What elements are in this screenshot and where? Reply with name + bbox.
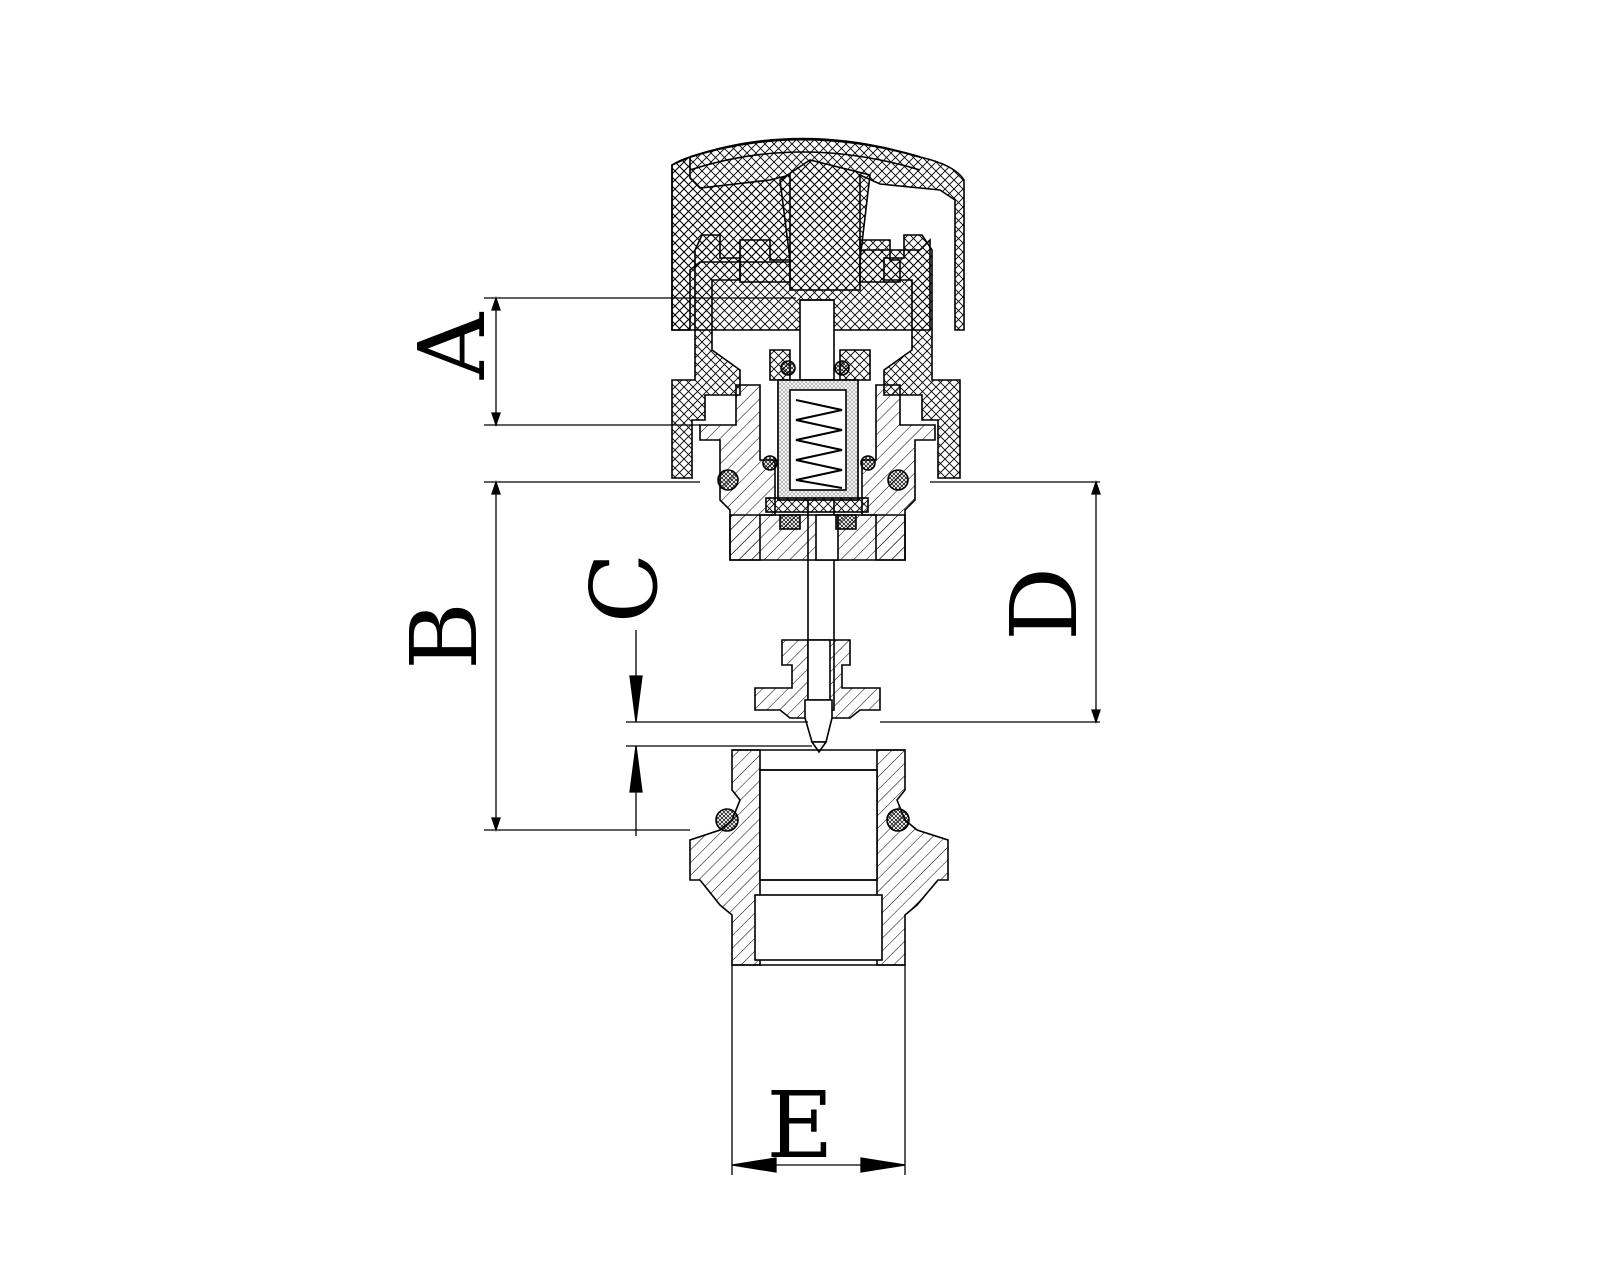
dimension-label-b: B xyxy=(391,602,498,670)
dimension-label-e: E xyxy=(766,1072,834,1179)
dimension-label-a: A xyxy=(399,312,506,380)
seat-fitting xyxy=(689,749,949,966)
bonnet xyxy=(671,234,961,479)
spring-cartridge xyxy=(765,379,869,513)
dimension-lines xyxy=(484,295,1101,1175)
dimension-label-d: D xyxy=(991,567,1098,641)
dimension-label-c: C xyxy=(571,552,678,624)
valve-disc xyxy=(754,639,881,754)
